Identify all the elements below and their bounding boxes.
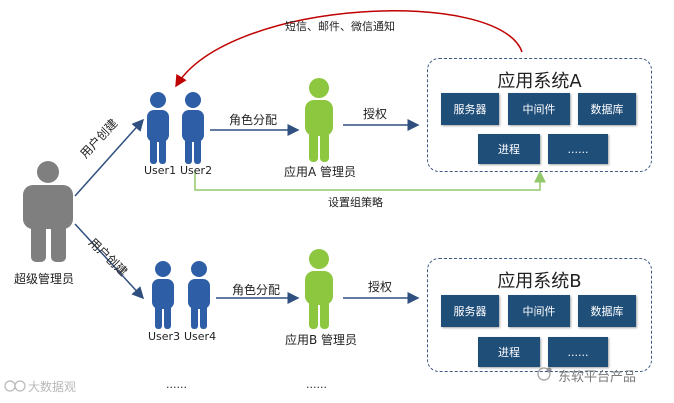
super-admin-label: 超级管理员 bbox=[14, 272, 75, 286]
system-b-server-box: 服务器 bbox=[441, 295, 499, 327]
system-a-more-box: ...... bbox=[548, 134, 608, 164]
system-a-server-box: 服务器 bbox=[441, 93, 499, 125]
user3-person-icon bbox=[152, 261, 174, 329]
admin-a-label: 应用A 管理员 bbox=[284, 165, 357, 179]
role-assign-label-b: 角色分配 bbox=[232, 283, 281, 297]
system-b-more-box: ...... bbox=[548, 337, 608, 367]
group-policy-line bbox=[194, 170, 546, 191]
system-a-database-box: 数据库 bbox=[578, 93, 636, 125]
notify-label: 短信、邮件、微信通知 bbox=[285, 20, 395, 33]
user2-person-icon bbox=[182, 92, 204, 164]
create-arrow-bottom bbox=[74, 223, 145, 300]
admins-ellipsis: ...... bbox=[306, 378, 327, 391]
watermark-left: 大数据观 bbox=[28, 380, 77, 394]
group-policy-label: 设置组策略 bbox=[328, 196, 383, 209]
system-b-box: 应用系统B bbox=[427, 258, 652, 372]
system-a-title: 应用系统A bbox=[497, 71, 582, 92]
notify-arc-arrow bbox=[175, 10, 523, 88]
user1-label: User1 bbox=[144, 164, 177, 177]
super-admin-person-icon bbox=[23, 161, 73, 262]
create-arrow-top bbox=[74, 118, 145, 197]
user4-person-icon bbox=[188, 261, 210, 329]
authorize-label-a: 授权 bbox=[363, 107, 388, 121]
system-b-middleware-box: 中间件 bbox=[508, 295, 570, 327]
system-a-middleware-box: 中间件 bbox=[508, 93, 570, 125]
user3-label: User3 bbox=[148, 330, 181, 343]
system-b-process-box: 进程 bbox=[478, 337, 540, 367]
watermark-left-logo-icon bbox=[4, 380, 26, 392]
system-b-title: 应用系统B bbox=[497, 271, 582, 292]
system-a-box: 应用系统A bbox=[427, 58, 652, 172]
admin-b-label: 应用B 管理员 bbox=[285, 333, 358, 347]
role-assign-label-a: 角色分配 bbox=[229, 113, 278, 127]
system-b-database-box: 数据库 bbox=[578, 295, 636, 327]
authorize-label-b: 授权 bbox=[368, 280, 393, 294]
users-ellipsis: ...... bbox=[166, 378, 187, 391]
user1-person-icon bbox=[147, 92, 169, 164]
user4-label: User4 bbox=[184, 330, 217, 343]
watermark-right: 东软平台产品 bbox=[558, 370, 637, 385]
admin-b-person-icon bbox=[305, 249, 333, 329]
system-a-process-box: 进程 bbox=[478, 134, 540, 164]
admin-a-person-icon bbox=[305, 78, 333, 162]
user2-label: User2 bbox=[180, 164, 213, 177]
